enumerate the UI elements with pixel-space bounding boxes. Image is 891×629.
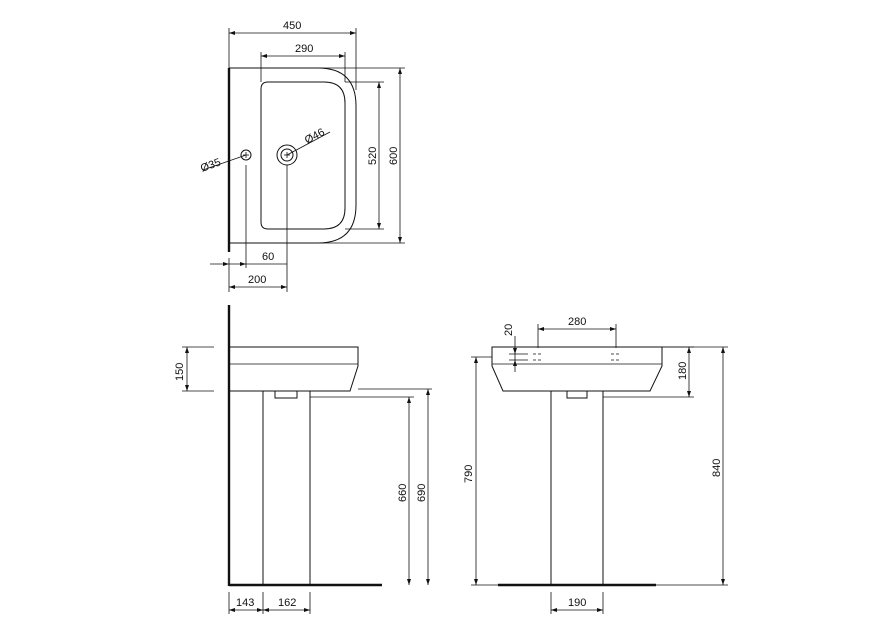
- side-view-basin: [229, 346, 359, 392]
- top-view-basin-outline: [229, 67, 357, 244]
- dim-60-label: 60: [262, 251, 274, 263]
- waste-diameter-label: Ø46: [303, 126, 327, 146]
- front-view-pedestal: [550, 390, 604, 586]
- side-view-pedestal: [262, 390, 311, 586]
- dim-280-label: 280: [568, 316, 586, 328]
- dim-150-label: 150: [174, 363, 186, 381]
- tap-hole-diameter-label: Ø35: [199, 156, 223, 174]
- waste-leader: [286, 131, 331, 156]
- dim-600-label: 600: [388, 147, 400, 165]
- dim-790-label: 790: [463, 465, 475, 483]
- dim-690-label: 690: [416, 484, 428, 502]
- dim-180-label: 180: [677, 362, 689, 380]
- dim-520-label: 520: [367, 147, 379, 165]
- dim-143-label: 143: [236, 597, 254, 609]
- dim-190-label: 190: [568, 597, 586, 609]
- dim-162-label: 162: [278, 597, 296, 609]
- dim-660-label: 660: [397, 484, 409, 502]
- side-view-trap: [274, 390, 298, 399]
- dim-20-label: 20: [503, 324, 515, 336]
- top-view-bowl-outline: [260, 81, 346, 230]
- front-view-trap: [566, 390, 588, 399]
- dim-450-label: 450: [283, 20, 301, 32]
- front-view-tap-holes: [533, 353, 621, 361]
- top-view: Ø35 Ø46 450 290 600 520: [199, 20, 405, 292]
- tap-hole-leader: [202, 154, 247, 171]
- dim-200-label: 200: [248, 274, 266, 286]
- dim-290-label: 290: [295, 43, 313, 55]
- dim-840-label: 840: [711, 459, 723, 477]
- front-view: 20 280 180 790 840 190: [463, 316, 728, 614]
- side-view: 150 660 690 143 162: [174, 305, 432, 614]
